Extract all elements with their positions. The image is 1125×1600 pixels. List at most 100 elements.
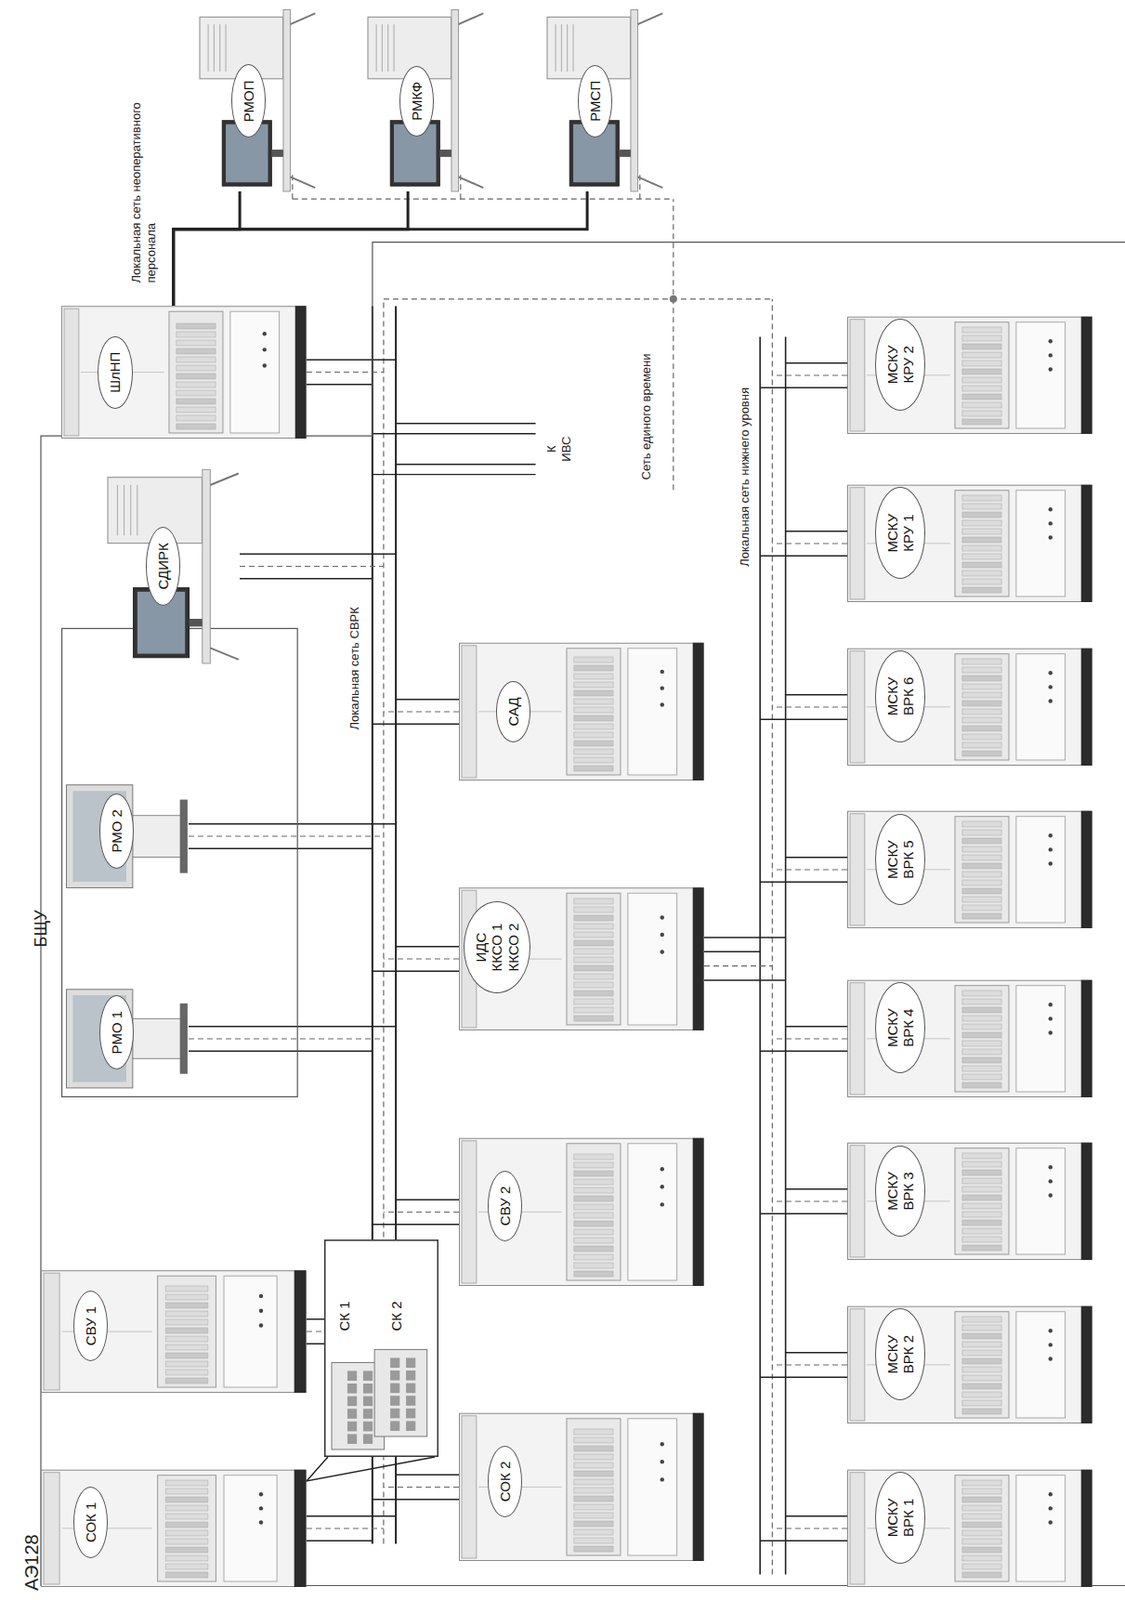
- bus-drop: [771, 1037, 848, 1039]
- cabinet-body: [847, 316, 1092, 433]
- pc-slot: [554, 25, 556, 73]
- bus-drop: [306, 383, 373, 385]
- cabinet-module: [176, 423, 216, 430]
- node-label: СВУ 2: [497, 1186, 513, 1226]
- node-label: СОК 2: [497, 1461, 513, 1502]
- cabinet-module: [574, 1270, 614, 1277]
- node-label: СВУ 1: [82, 1306, 99, 1346]
- cabinet-lamp: [1047, 1193, 1052, 1198]
- cabinet-module: [961, 377, 1001, 383]
- cabinet-module: [961, 1203, 1001, 1209]
- cabinet-module: [961, 1032, 1001, 1038]
- cabinet-module: [961, 829, 1001, 836]
- cabinet-module: [961, 1161, 1001, 1167]
- bus-drop: [704, 936, 786, 938]
- network-label: Локальная сеть нижнего уровня: [736, 384, 754, 570]
- cabinet-module: [574, 765, 614, 772]
- cabinet-module: [574, 931, 614, 938]
- cabinet-module: [961, 700, 1001, 707]
- cabinet-panel: [954, 490, 1008, 597]
- cabinet-panel: [157, 1474, 217, 1581]
- bus-drop: [372, 1498, 459, 1500]
- cabinet-module: [961, 1546, 1001, 1553]
- cabinet-module: [961, 1383, 1001, 1389]
- bus-drop: [239, 565, 384, 567]
- pc-slot: [208, 25, 210, 73]
- bus-drop: [785, 856, 848, 858]
- cabinet-module: [961, 717, 1001, 723]
- equipment-cabinet: СВУ 1: [40, 1269, 307, 1393]
- desk-leg: [210, 647, 239, 660]
- cabinet-module: [961, 1571, 1001, 1578]
- cabinet-lower-panel: [1015, 490, 1065, 597]
- workstation: РМОП: [198, 10, 316, 192]
- cabinet-module: [574, 732, 614, 738]
- desk-leg: [290, 13, 316, 26]
- cabinet-lamp: [259, 1294, 263, 1298]
- desk-leg: [637, 13, 663, 26]
- cabinet-body: [459, 1413, 705, 1561]
- cabinet-module: [176, 365, 216, 371]
- cabinet-lower-panel: [627, 1418, 678, 1556]
- cabinet-module: [574, 706, 614, 713]
- cabinet-module: [961, 368, 1001, 375]
- cabinet-lower-panel: [627, 648, 678, 775]
- cabinet-module: [176, 348, 216, 354]
- cabinet-lamp: [1047, 698, 1052, 703]
- lower-bus: [784, 336, 787, 1574]
- bus-drop: [306, 1527, 384, 1529]
- cabinet-module: [961, 528, 1001, 535]
- equipment-cabinet: МСКУ ВРК 4: [847, 979, 1093, 1097]
- cabinet-lamp: [1047, 535, 1052, 539]
- pc-slot: [213, 25, 215, 73]
- cabinet-module: [961, 1349, 1001, 1356]
- cabinet-module: [961, 879, 1001, 886]
- cabinet-module: [574, 990, 614, 996]
- cabinet-lamp: [1047, 1328, 1052, 1333]
- network-label: К ИВС: [543, 431, 575, 467]
- cloud-label: СДИРК: [145, 526, 181, 605]
- cabinet-module: [165, 1563, 209, 1570]
- pc-slot: [219, 25, 221, 73]
- pc-slot: [225, 25, 227, 73]
- bus-drop: [785, 362, 848, 364]
- node-label: МСКУ ВРК 4: [884, 997, 917, 1059]
- cabinet-module: [961, 1015, 1001, 1021]
- cabinet-module: [961, 343, 1001, 350]
- switch-port: [390, 1370, 400, 1381]
- cabinet-panel: [954, 321, 1008, 428]
- cabinet-top: [850, 1145, 865, 1257]
- bus-drop: [188, 823, 396, 825]
- cabinet-module: [574, 698, 614, 705]
- cabinet-module: [961, 1324, 1001, 1331]
- bus-drop: [395, 1199, 459, 1201]
- cabinet-lamp: [261, 331, 266, 336]
- cabinet-module: [961, 675, 1001, 681]
- workstation: СДИРК: [106, 469, 240, 664]
- cabinet-module: [574, 740, 614, 746]
- cabinet-module: [574, 690, 614, 696]
- cabinet-lamp: [1047, 521, 1052, 525]
- bus-drop: [306, 1539, 373, 1541]
- switch-port: [363, 1408, 373, 1419]
- cabinet-module: [961, 503, 1001, 510]
- cabinet-top: [64, 308, 79, 436]
- cabinet-panel: [566, 648, 621, 775]
- cabinet-module: [961, 520, 1001, 526]
- bus-drop: [704, 951, 760, 953]
- node-label: РМСП: [587, 80, 603, 122]
- workstation: РМКФ: [366, 10, 485, 192]
- cabinet-lamp: [259, 1308, 263, 1313]
- bus-drop: [759, 1375, 848, 1377]
- cabinet-module: [961, 402, 1001, 408]
- cabinet-lamp: [1047, 1164, 1052, 1169]
- bus-drop: [771, 542, 848, 544]
- switch-port: [347, 1421, 357, 1432]
- workstation: РМО 1: [61, 979, 189, 1097]
- cabinet-module: [961, 410, 1001, 417]
- switch-port: [405, 1408, 416, 1419]
- bus-drop: [239, 553, 396, 555]
- cabinet-base: [1080, 1142, 1092, 1260]
- cabinet-module: [961, 335, 1001, 341]
- cabinet-lamp: [259, 1519, 263, 1524]
